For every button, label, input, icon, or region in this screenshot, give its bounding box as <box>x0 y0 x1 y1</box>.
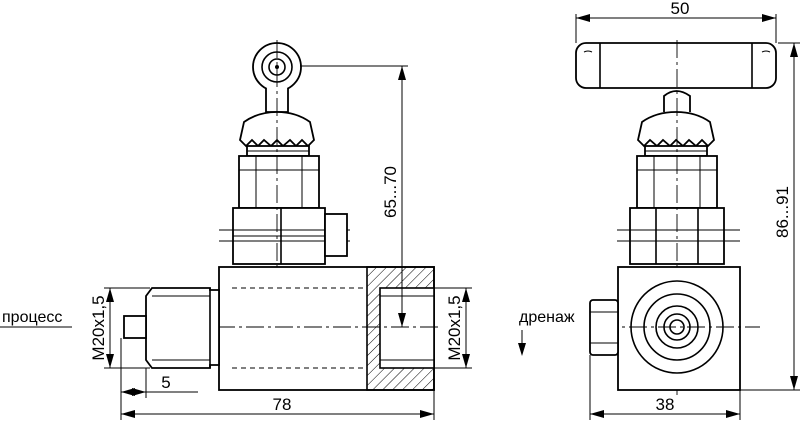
process-label: процесс <box>2 309 62 326</box>
body-length-dimension: 78 <box>273 395 292 414</box>
t-handle <box>575 42 777 89</box>
thread-left-dimension: M20x1,5 <box>89 295 108 360</box>
side-view <box>123 40 440 391</box>
height-side-dimension: 65...70 <box>381 166 400 218</box>
height-front-dimension: 86...91 <box>773 186 792 238</box>
thread-right-dimension: M20x1,5 <box>445 295 464 360</box>
body-width-dimension: 38 <box>656 395 675 414</box>
front-body <box>617 266 741 391</box>
dimension-lines <box>0 14 800 420</box>
thread-depth-dimension: 5 <box>161 373 170 392</box>
left-fitting <box>145 287 220 369</box>
drain-plug <box>589 299 619 356</box>
front-knurled-cap <box>637 111 715 148</box>
handle-width-dimension: 50 <box>671 0 690 18</box>
bonnet <box>238 155 320 209</box>
front-view <box>575 40 777 395</box>
drain-label: дренаж <box>519 309 575 326</box>
